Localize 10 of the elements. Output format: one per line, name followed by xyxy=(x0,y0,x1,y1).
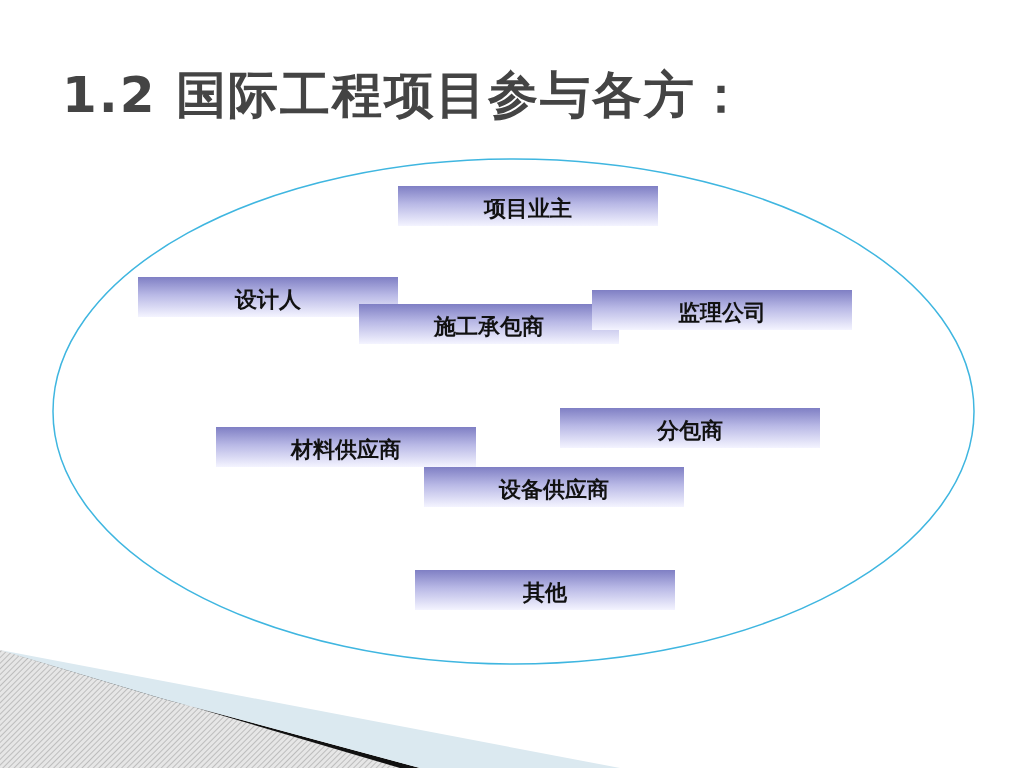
party-box: 项目业主 xyxy=(398,186,658,226)
party-box: 设备供应商 xyxy=(424,467,684,507)
slide-title: 1.2 国际工程项目参与各方： xyxy=(62,65,748,126)
party-box: 设计人 xyxy=(138,277,398,317)
party-box: 材料供应商 xyxy=(216,427,476,467)
party-box: 其他 xyxy=(415,570,675,610)
party-box: 分包商 xyxy=(560,408,820,448)
boundary-ellipse xyxy=(52,158,975,665)
party-box: 施工承包商 xyxy=(359,304,619,344)
party-box: 监理公司 xyxy=(592,290,852,330)
